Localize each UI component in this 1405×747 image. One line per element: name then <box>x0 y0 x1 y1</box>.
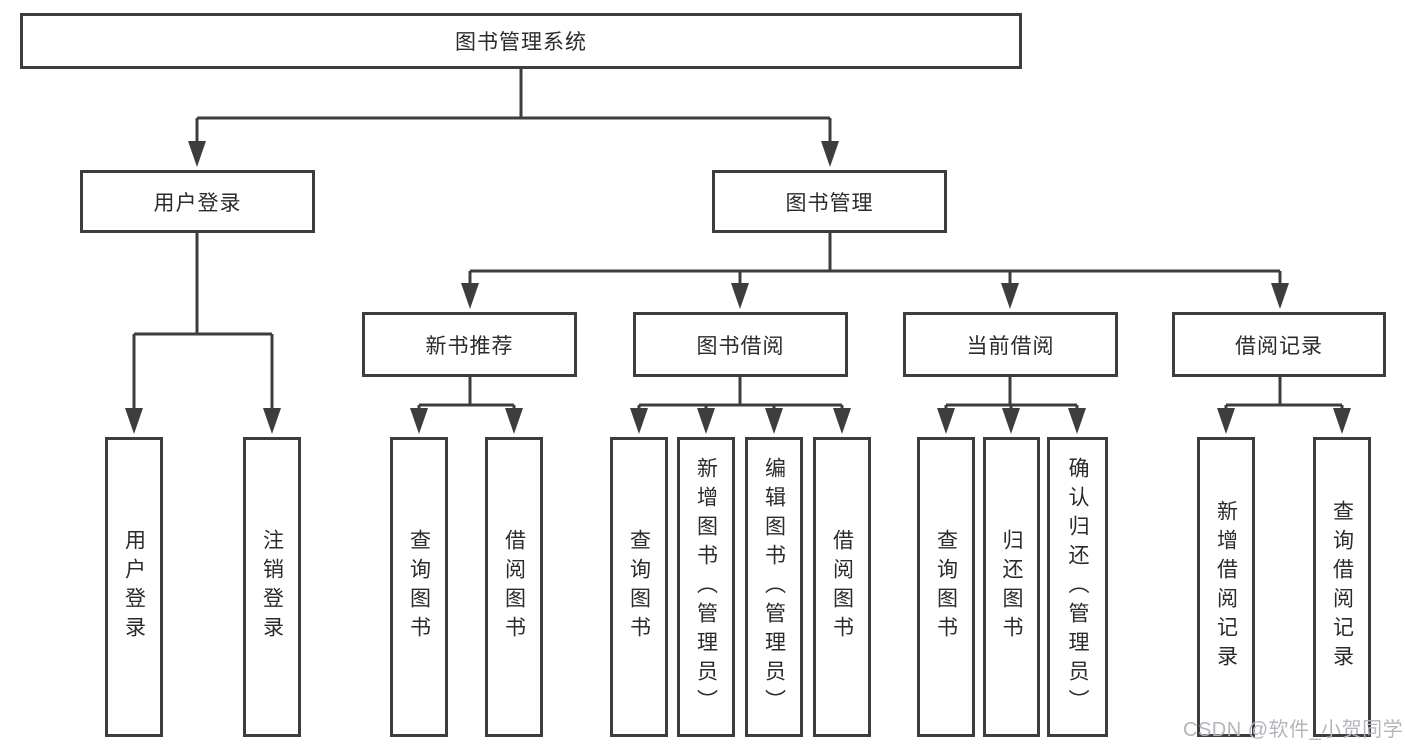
leaf-current-return-books: 归还图书 <box>983 437 1040 737</box>
node-current-borrowing: 当前借阅 <box>903 312 1118 377</box>
node-root-system: 图书管理系统 <box>20 13 1022 69</box>
leaf-records-query-record: 查询借阅记录 <box>1313 437 1371 737</box>
leaf-newbook-query-books: 查询图书 <box>390 437 448 737</box>
leaf-user-login: 用户登录 <box>105 437 163 737</box>
leaf-current-query-books: 查询图书 <box>917 437 975 737</box>
node-book-borrowing: 图书借阅 <box>633 312 848 377</box>
leaf-borrowing-borrow-books: 借阅图书 <box>813 437 871 737</box>
leaf-records-add-record: 新增借阅记录 <box>1197 437 1255 737</box>
node-user-login: 用户登录 <box>80 170 315 233</box>
node-new-book-recommend: 新书推荐 <box>362 312 577 377</box>
node-book-management: 图书管理 <box>712 170 947 233</box>
leaf-borrowing-add-books-admin: 新增图书（管理员） <box>677 437 735 737</box>
leaf-logout-login: 注销登录 <box>243 437 301 737</box>
leaf-current-confirm-return-admin: 确认归还（管理员） <box>1047 437 1108 737</box>
leaf-borrowing-edit-books-admin: 编辑图书（管理员） <box>745 437 803 737</box>
leaf-borrowing-query-books: 查询图书 <box>610 437 668 737</box>
watermark-text: CSDN @软件_小贺同学 <box>1183 719 1404 741</box>
node-borrow-records: 借阅记录 <box>1172 312 1386 377</box>
leaf-newbook-borrow-books: 借阅图书 <box>485 437 543 737</box>
